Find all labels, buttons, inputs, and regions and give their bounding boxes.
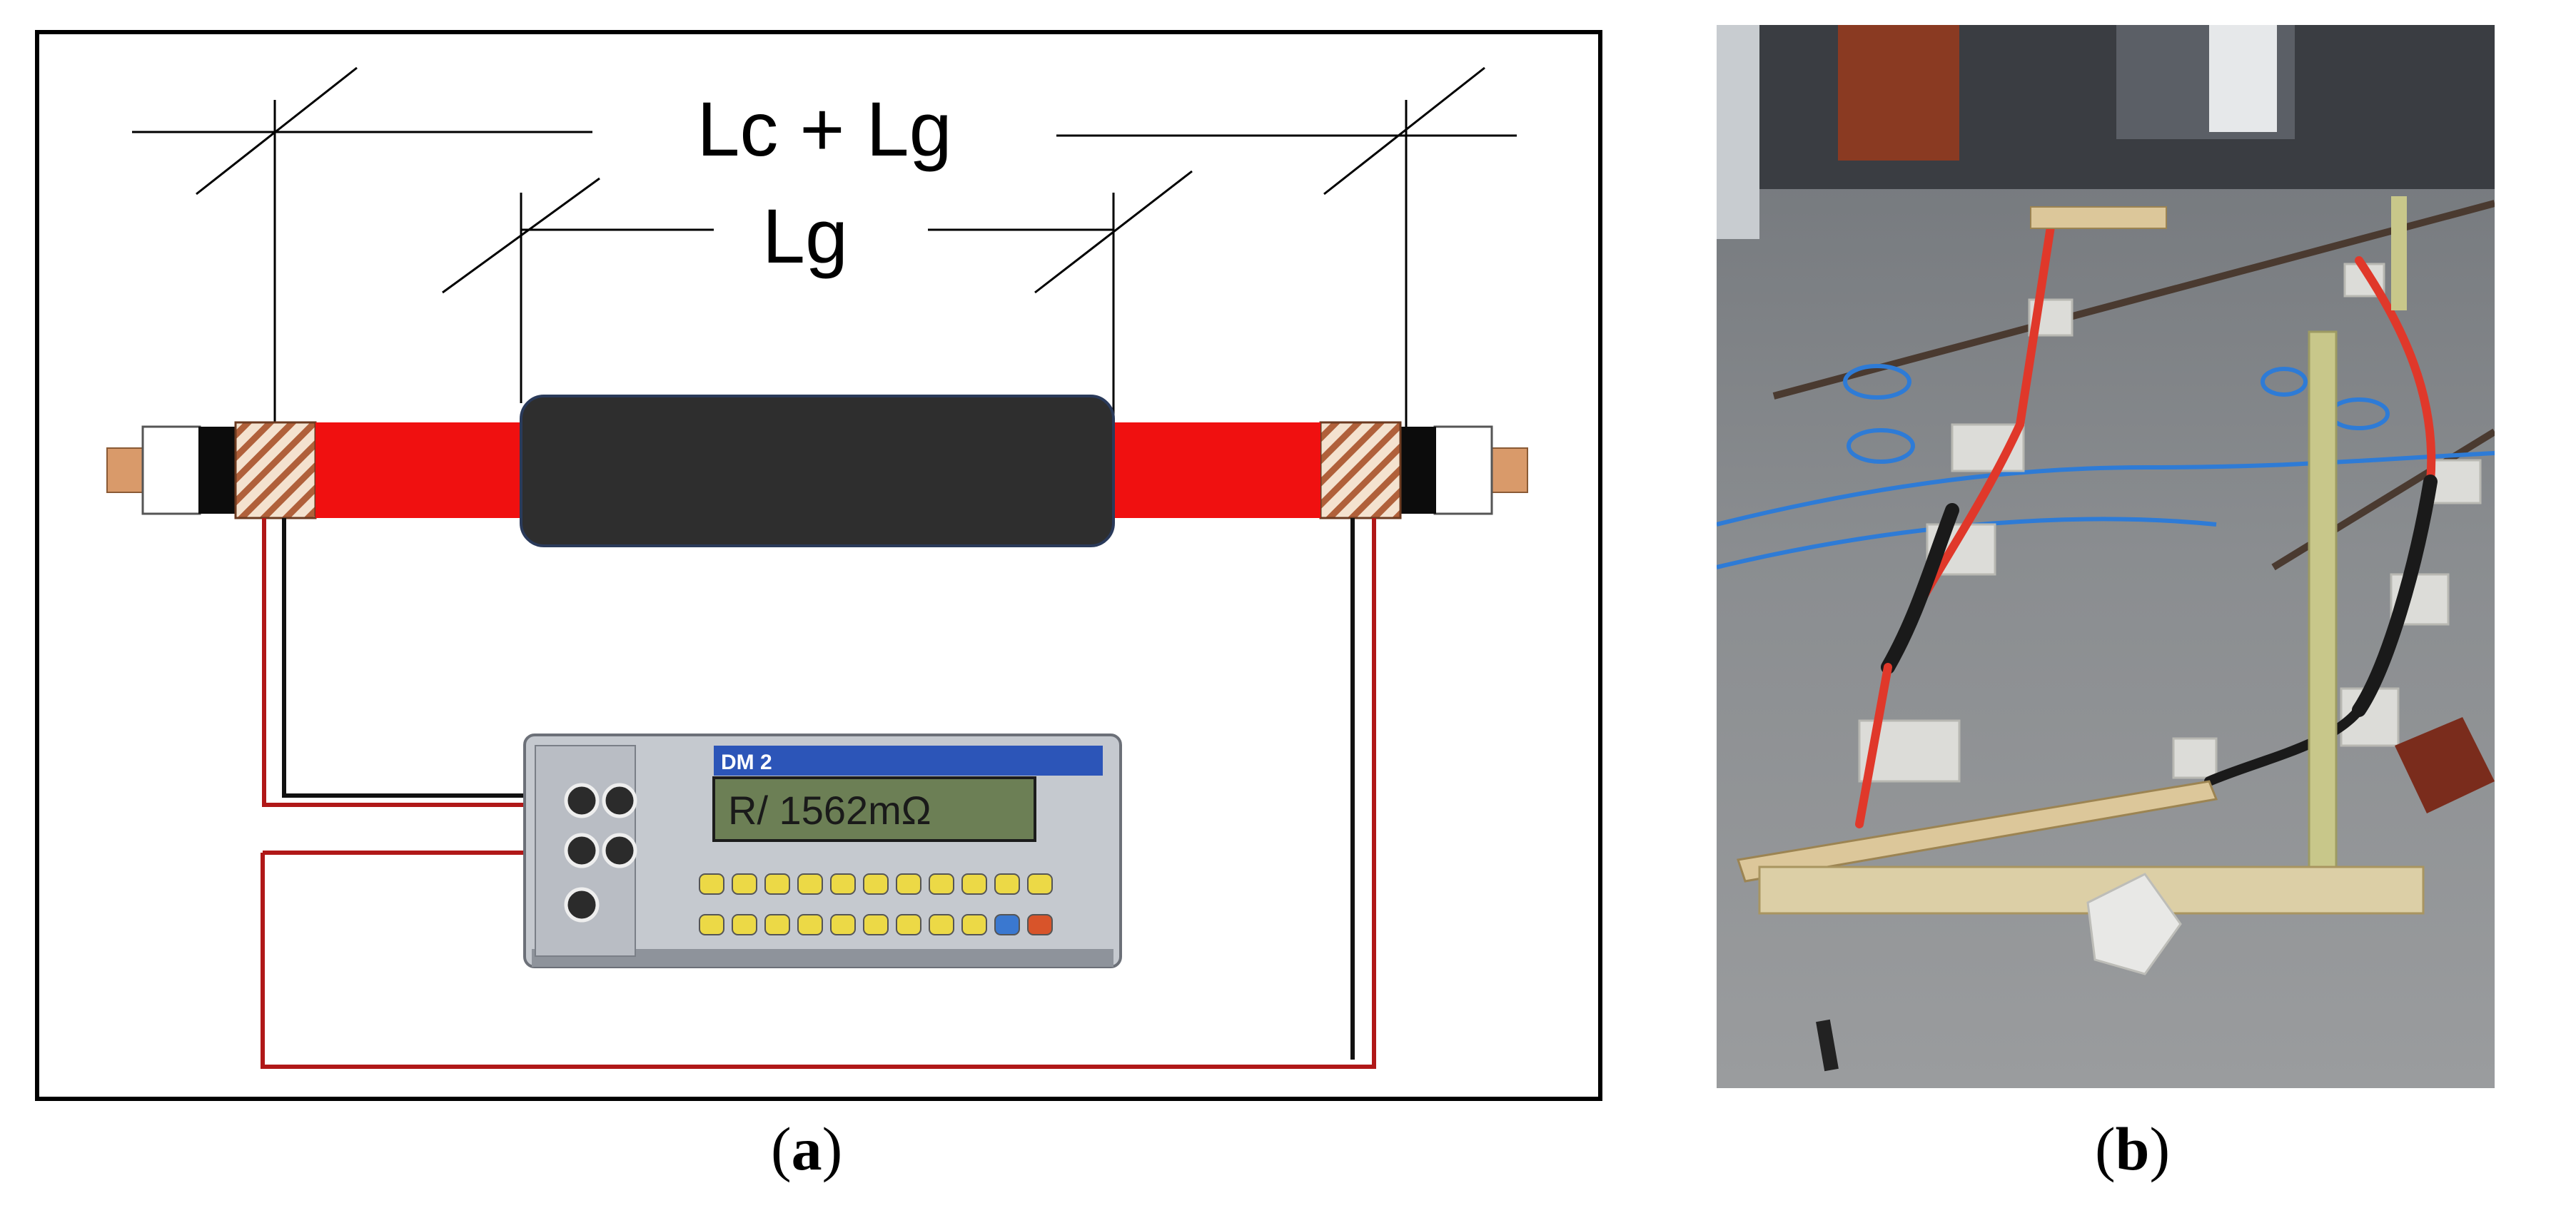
caption-b-letter: b: [2115, 1115, 2150, 1183]
photo-background-equipment: [1717, 25, 2495, 189]
caption-a: (a): [771, 1115, 843, 1183]
panel-b-photo: [1717, 25, 2495, 1088]
micro-ohmmeter: DM 2 R/ 1562mΩ: [523, 734, 1122, 968]
lead-left-red: [262, 518, 585, 807]
dimension-lc-lg-label: Lc + Lg: [697, 86, 951, 172]
caption-a-letter: a: [791, 1115, 822, 1183]
dimension-lg-label: Lg: [762, 193, 848, 279]
photo-wooden-beam-front: [1737, 780, 2218, 883]
caption-b: (b): [2095, 1115, 2171, 1183]
meter-brand-strip: [714, 746, 1103, 776]
cable-sheath-left: [315, 422, 530, 518]
semicon-band-left: [198, 427, 236, 514]
lead-left-black: [282, 518, 575, 798]
dimension-lc-lg: [132, 66, 1517, 432]
cable-assembly: [106, 395, 1528, 547]
insulation-end-left: [141, 425, 201, 515]
photo-foam-block: [2086, 873, 2182, 975]
photo-red-machine: [1838, 25, 1959, 161]
semicon-band-right: [1399, 427, 1436, 514]
screen-braid-right: [1319, 421, 1402, 519]
photo-red-plate: [2395, 717, 2495, 813]
dimension-lg: [442, 170, 1193, 417]
meter-brand-label: DM 2: [721, 751, 772, 774]
photo-cable-loop: [1855, 213, 2438, 828]
photo-wooden-pole-short: [2391, 196, 2407, 310]
meter-terminals: [564, 783, 637, 923]
cable-sheath-right: [1105, 422, 1320, 518]
measurement-leads: [261, 518, 1376, 1069]
meter-display-readout: R/ 1562mΩ: [728, 788, 931, 833]
screen-braid-left: [234, 421, 317, 519]
photo-wooden-beam-back: [2030, 206, 2167, 229]
lead-loop-red: [261, 518, 1376, 1069]
panel-a-schematic: Lc + Lg Lg: [35, 30, 1602, 1101]
meter-keypad: [699, 873, 1053, 935]
photo-ladder: [2209, 25, 2277, 132]
insulation-end-right: [1433, 425, 1493, 515]
photo-cabinet: [1717, 25, 1759, 239]
meter-display: [712, 776, 1036, 842]
photo-wooden-pole-tall: [2308, 330, 2338, 890]
conductor-left: [106, 447, 147, 493]
conductor-right: [1487, 447, 1528, 493]
joint-body: [520, 395, 1115, 547]
photo-black-tool: [1816, 1019, 1839, 1072]
